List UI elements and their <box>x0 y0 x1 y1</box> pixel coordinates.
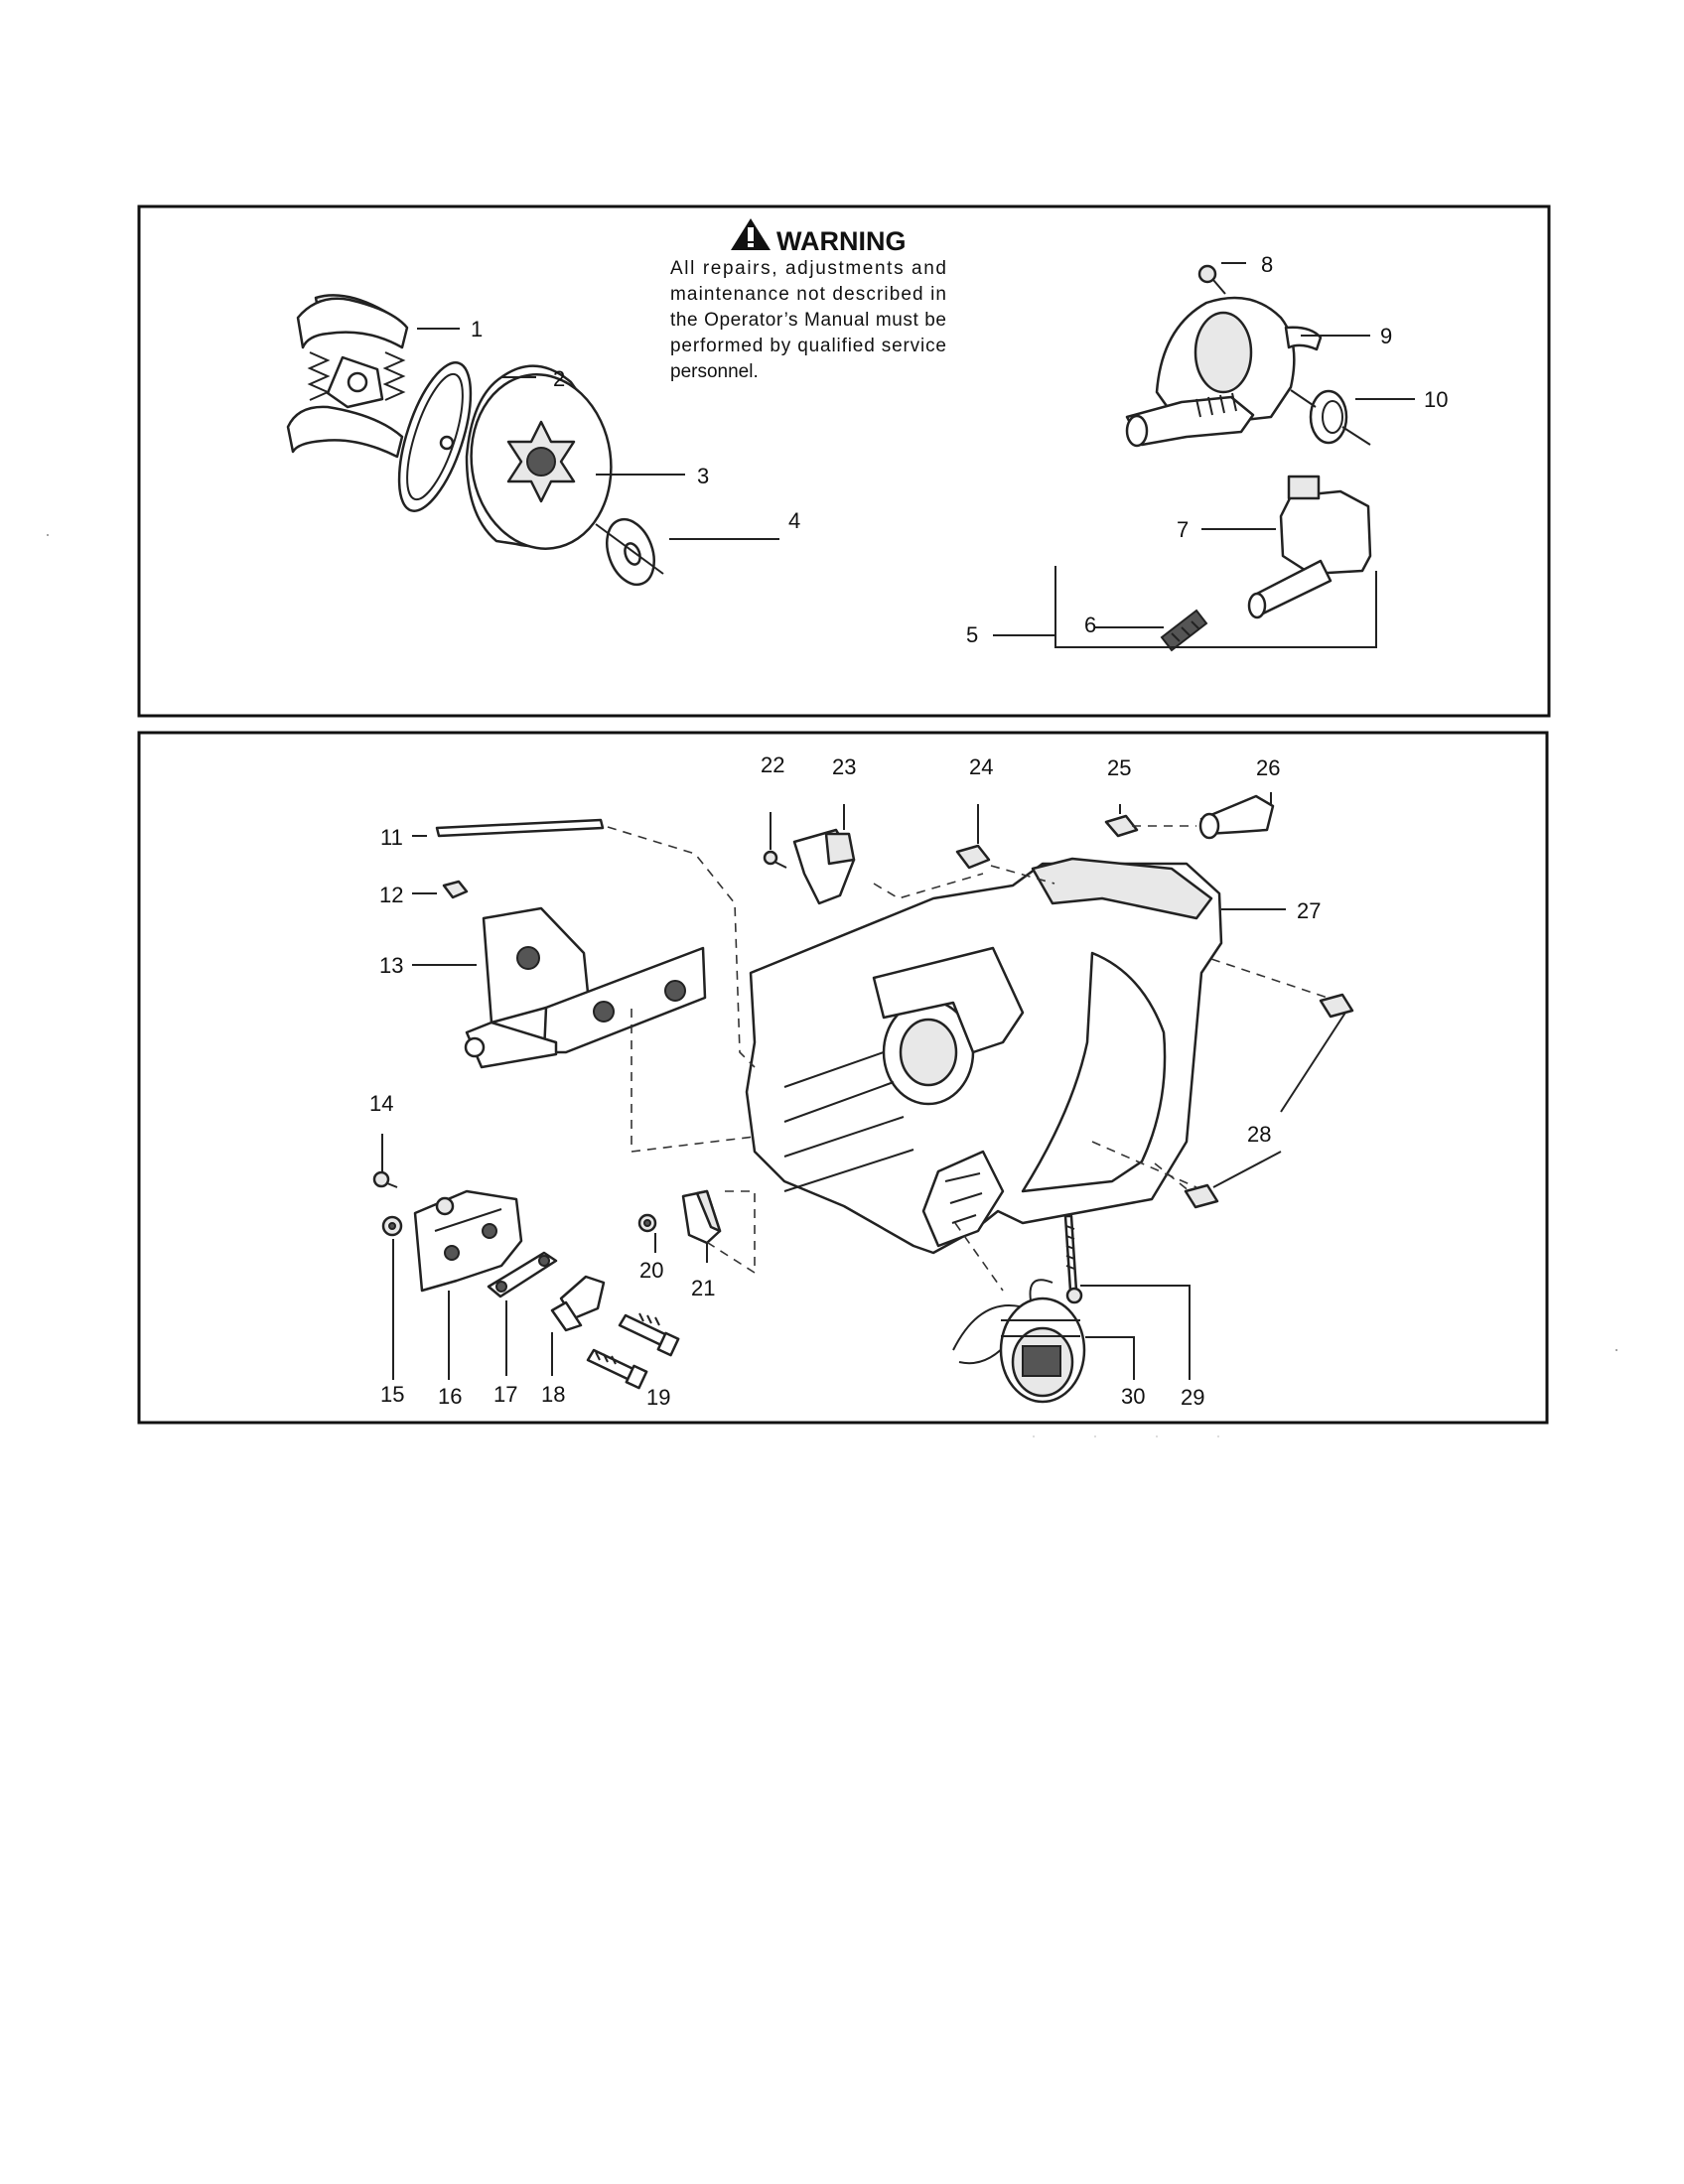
warning-title: WARNING <box>776 226 907 256</box>
nut-15 <box>381 1215 403 1237</box>
top-leader-lines <box>417 262 1415 648</box>
screw-14 <box>372 1170 398 1188</box>
callout-12: 12 <box>379 883 403 907</box>
bottom-leader-lines <box>381 792 1346 1380</box>
warning-line-1: All repairs, adjustments and <box>670 258 946 279</box>
nut-24 <box>955 844 991 870</box>
warning-block: WARNING All repairs, adjustments and mai… <box>670 218 946 382</box>
callout-10: 10 <box>1424 387 1448 412</box>
warning-line-3: the Operator’s Manual must be <box>670 310 946 331</box>
warning-triangle-icon <box>731 218 771 250</box>
bolt-19 <box>586 1312 680 1390</box>
clutch-washer <box>397 361 473 512</box>
plate-17 <box>487 1251 558 1298</box>
callout-28: 28 <box>1247 1122 1271 1147</box>
screw-22 <box>763 850 787 869</box>
nut-28-lower <box>1184 1183 1219 1209</box>
callout-11: 11 <box>380 825 403 850</box>
chain-cover-housing <box>745 857 1223 1255</box>
callout-1: 1 <box>471 317 483 341</box>
callout-24: 24 <box>969 754 993 779</box>
oil-filter <box>1160 609 1208 652</box>
clutch-drum-sprocket <box>465 364 613 550</box>
callout-29: 29 <box>1181 1385 1204 1410</box>
warning-line-4: performed by qualified service <box>670 336 946 356</box>
callout-22: 22 <box>761 752 784 777</box>
warning-line-2: maintenance not described in <box>670 284 946 305</box>
callout-17: 17 <box>493 1382 517 1407</box>
callout-2: 2 <box>553 366 565 391</box>
warning-line-5: personnel. <box>670 361 759 382</box>
callout-21: 21 <box>691 1276 715 1300</box>
flat-washer <box>595 517 664 587</box>
callout-13: 13 <box>379 953 403 978</box>
side-plate <box>413 1189 523 1293</box>
callout-15: 15 <box>380 1382 404 1407</box>
callout-25: 25 <box>1107 755 1131 780</box>
callout-6: 6 <box>1084 613 1096 637</box>
oil-cap <box>952 1279 1086 1404</box>
callout-18: 18 <box>541 1382 565 1407</box>
nut-25 <box>1104 814 1139 838</box>
callout-14: 14 <box>369 1091 393 1116</box>
callout-20: 20 <box>639 1258 663 1283</box>
callout-9: 9 <box>1380 324 1392 348</box>
clutch-shoe-assembly <box>286 294 409 459</box>
tensioner-18 <box>550 1275 606 1332</box>
cover-21 <box>681 1189 722 1245</box>
lever-26 <box>1198 794 1275 840</box>
nut-28-upper <box>1319 993 1354 1019</box>
callout-4: 4 <box>788 508 800 533</box>
screw-8 <box>1197 264 1226 295</box>
callout-26: 26 <box>1256 755 1280 780</box>
bar-rod <box>435 818 605 838</box>
callout-30: 30 <box>1121 1384 1145 1409</box>
worm-gear <box>1290 389 1371 446</box>
callout-16: 16 <box>438 1384 462 1409</box>
callout-8: 8 <box>1261 252 1273 277</box>
nut-12 <box>442 880 469 899</box>
oil-pump <box>1125 296 1323 448</box>
bottom-panel-frame <box>137 731 1549 1425</box>
scan-specks <box>47 534 1617 1437</box>
callout-19: 19 <box>646 1385 670 1410</box>
callout-7: 7 <box>1177 517 1189 542</box>
bracket-plate <box>464 906 707 1069</box>
top-panel-frame <box>137 205 1551 718</box>
oil-hose-fitting <box>1247 475 1372 619</box>
callout-5: 5 <box>966 622 978 647</box>
callout-3: 3 <box>697 464 709 488</box>
screw-29 <box>1063 1214 1083 1304</box>
guide-23 <box>792 828 856 905</box>
callout-27: 27 <box>1297 898 1321 923</box>
assembly-dashed-lines <box>607 825 1332 1292</box>
callout-23: 23 <box>832 754 856 779</box>
nut-20 <box>637 1213 657 1233</box>
